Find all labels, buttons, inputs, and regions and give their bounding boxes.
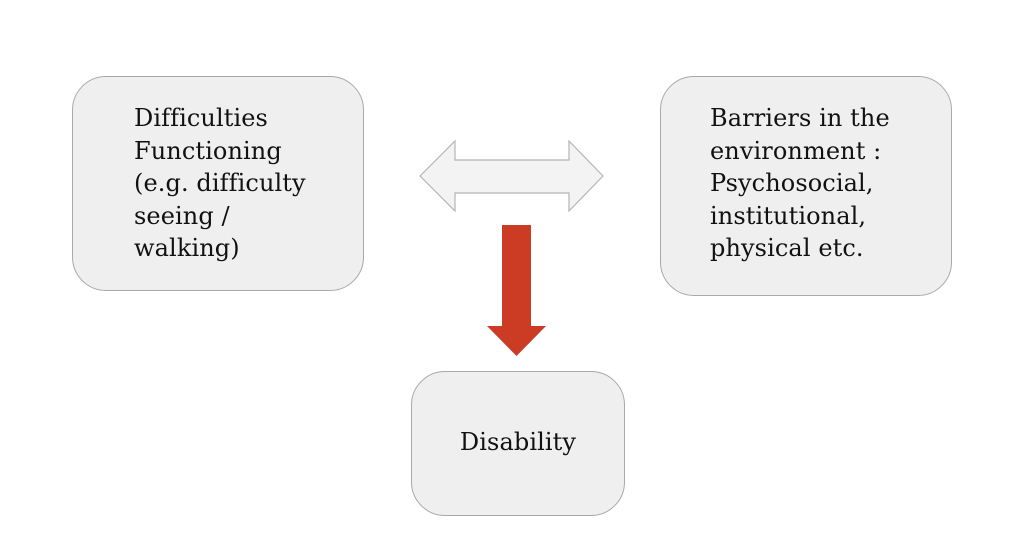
double-headed-arrow-shape [419,139,604,213]
disability-box: Disability [411,371,625,516]
down-arrow-icon [487,225,546,356]
down-arrow-shape [487,225,546,356]
disability-label: Disability [459,428,577,456]
double-headed-arrow-icon [419,139,604,213]
barriers-box: Barriers in the environment : Psychosoci… [660,76,952,296]
barriers-label: Barriers in the environment : Psychosoci… [710,104,890,262]
impairment-box: Difficulties Functioning (e.g. difficult… [72,76,364,291]
impairment-label: Difficulties Functioning (e.g. difficult… [134,104,306,262]
